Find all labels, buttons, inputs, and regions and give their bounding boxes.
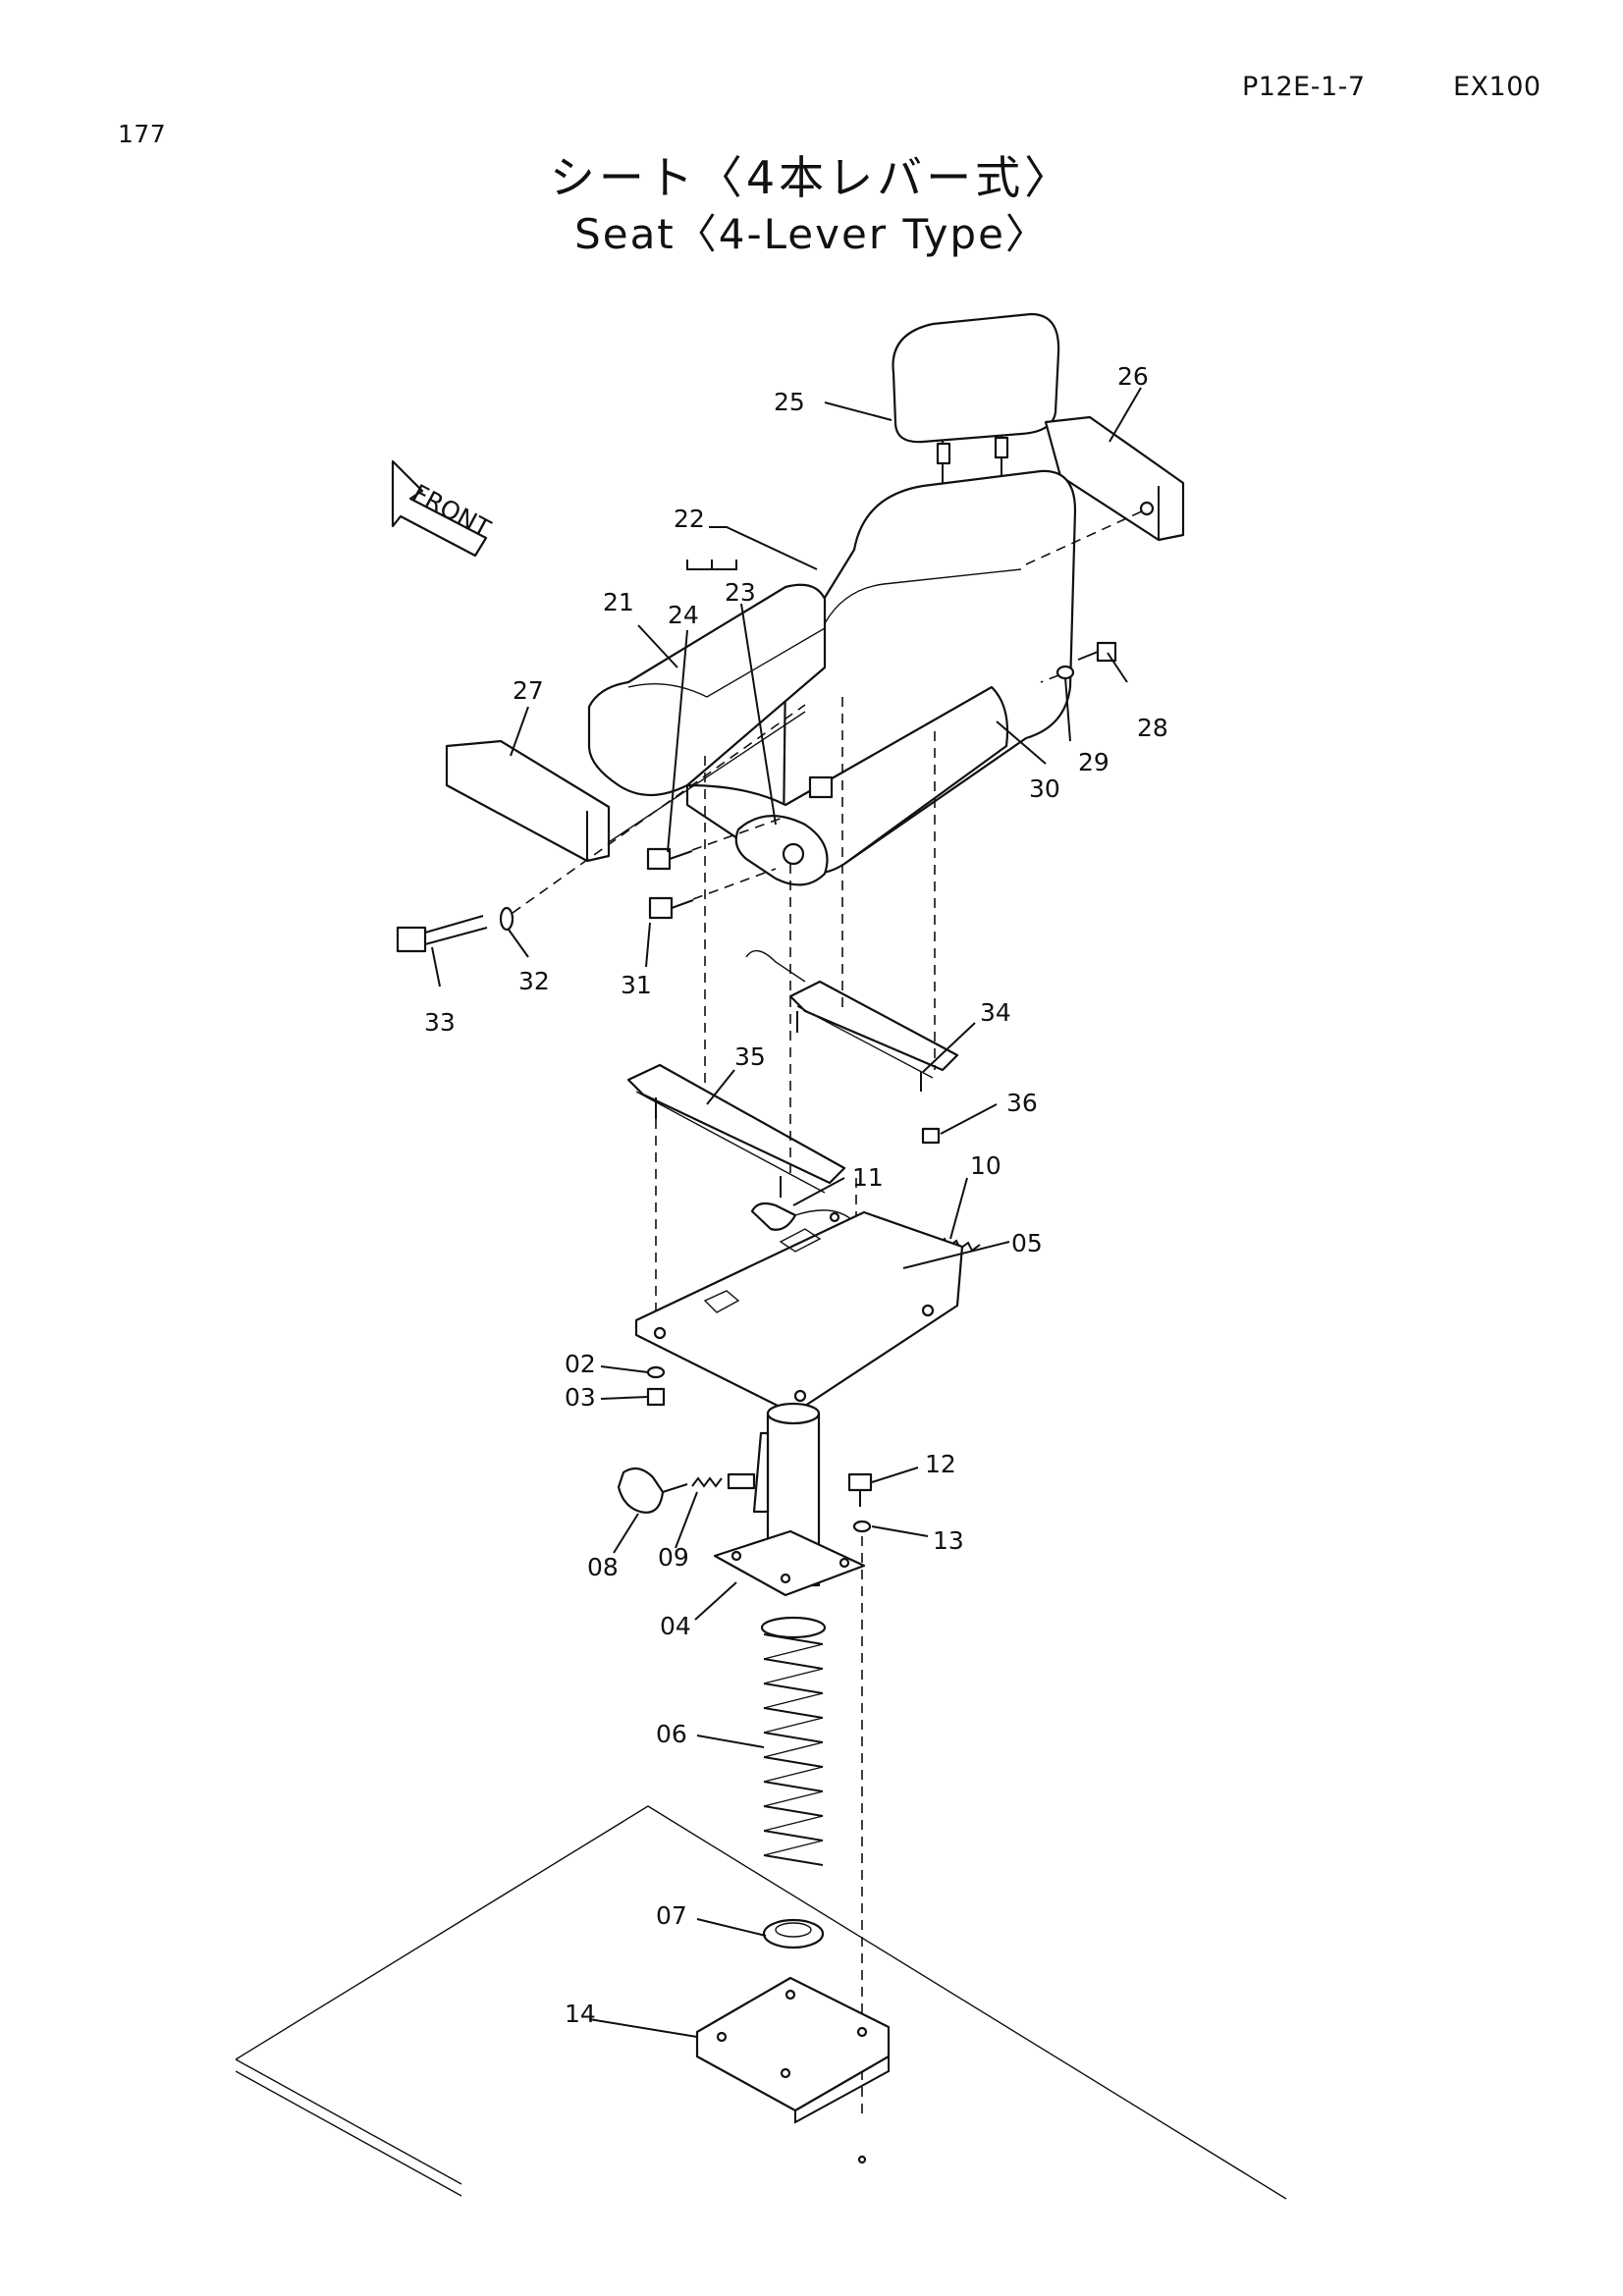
callout-06: 06 — [656, 1720, 687, 1748]
callout-29: 29 — [1078, 748, 1109, 776]
callout-14: 14 — [565, 2000, 596, 2028]
callout-22: 22 — [674, 505, 705, 533]
page-title-english: Seat〈4-Lever Type〉 — [574, 210, 1049, 258]
callout-31: 31 — [621, 971, 652, 999]
spring-seat-07 — [762, 1918, 825, 1949]
callout-33: 33 — [424, 1008, 456, 1037]
callout-03: 03 — [565, 1383, 596, 1412]
bolt-24 — [646, 816, 786, 871]
model-name: EX100 — [1453, 72, 1542, 102]
adjuster-knob-08 — [617, 1467, 688, 1514]
front-direction-arrow: FRONT — [391, 459, 496, 558]
callout-05: 05 — [1011, 1229, 1043, 1257]
callout-leader-lines — [431, 387, 1142, 2038]
callout-32: 32 — [518, 967, 550, 995]
callout-27: 27 — [513, 676, 544, 705]
callout-numbers: 25 26 22 23 21 24 27 28 29 30 33 32 31 3… — [424, 362, 1168, 2028]
page-title-japanese: シート〈4本レバー式〉 — [549, 151, 1074, 204]
headrest — [892, 312, 1060, 486]
callout-26: 26 — [1117, 362, 1149, 391]
bolt-12 — [847, 1472, 873, 1507]
callout-30: 30 — [1029, 774, 1060, 803]
callout-23: 23 — [725, 578, 756, 607]
spring-09 — [691, 1472, 756, 1490]
bracket-14 — [695, 1976, 891, 2164]
callout-34: 34 — [980, 998, 1011, 1027]
base-plate-04 — [713, 1529, 866, 1597]
callout-09: 09 — [658, 1543, 689, 1572]
seat-rail-35 — [626, 1063, 846, 1198]
callout-25: 25 — [774, 388, 805, 416]
callout-10: 10 — [970, 1151, 1001, 1180]
callout-36: 36 — [1006, 1089, 1038, 1117]
callout-13: 13 — [933, 1526, 964, 1555]
bolt-28 — [1077, 641, 1117, 663]
callout-08: 08 — [587, 1553, 619, 1581]
callout-21: 21 — [603, 588, 634, 616]
bolt-31 — [648, 868, 777, 920]
callout-11: 11 — [852, 1163, 884, 1192]
callout-24: 24 — [668, 601, 699, 629]
page-number: 177 — [118, 120, 167, 148]
slide-plate — [634, 1210, 964, 1415]
catalog-code: P12E-1-7 — [1242, 72, 1366, 102]
callout-07: 07 — [656, 1901, 687, 1930]
nut-03 — [646, 1387, 666, 1407]
floor-plate — [235, 1805, 1287, 2200]
recliner-lever — [734, 775, 834, 886]
bolt-33 — [396, 915, 488, 953]
nut-36 — [921, 1127, 941, 1145]
callout-04: 04 — [660, 1612, 691, 1640]
coil-spring-06 — [760, 1616, 827, 1866]
callout-35: 35 — [734, 1042, 766, 1071]
callout-12: 12 — [925, 1450, 956, 1478]
washer-32 — [499, 704, 806, 932]
callout-02: 02 — [565, 1350, 596, 1378]
washer-02 — [646, 1365, 666, 1379]
callout-28: 28 — [1137, 714, 1168, 742]
seat-rail-34 — [745, 949, 959, 1092]
washer-13 — [852, 1520, 872, 1533]
